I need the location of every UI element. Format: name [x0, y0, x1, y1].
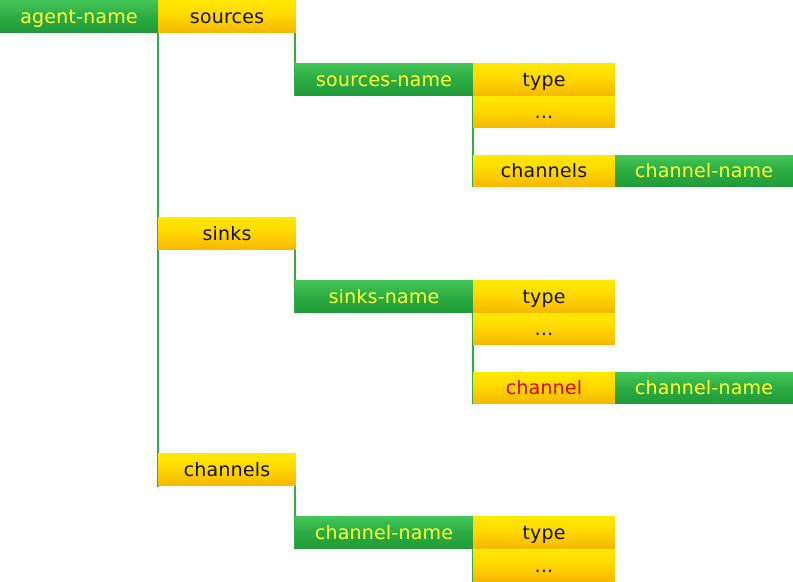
channels-ellipsis-node: ...: [473, 549, 615, 582]
connector-sources: [294, 0, 296, 96]
channel-name-node: channel-name: [295, 516, 473, 549]
sinks-node: sinks: [158, 217, 296, 250]
sources-name-node: sources-name: [295, 63, 473, 96]
channels-node: channels: [158, 453, 296, 486]
agent-name-node: agent-name: [0, 0, 158, 33]
sinks-type-node: type: [473, 280, 615, 313]
sinks-ellipsis-node: ...: [473, 313, 615, 345]
connector-channels: [294, 453, 296, 549]
sinks-name-node: sinks-name: [295, 280, 473, 313]
sources-ellipsis-node: ...: [473, 96, 615, 128]
sources-channels-node: channels: [473, 155, 615, 187]
sinks-channel-node: channel: [473, 372, 615, 404]
sinks-channel-name-node: channel-name: [615, 372, 793, 404]
channels-type-node: type: [473, 516, 615, 549]
sources-type-node: type: [473, 63, 615, 96]
sources-node: sources: [158, 0, 296, 33]
sources-channel-name-node: channel-name: [615, 155, 793, 187]
connector-sinks: [294, 217, 296, 313]
